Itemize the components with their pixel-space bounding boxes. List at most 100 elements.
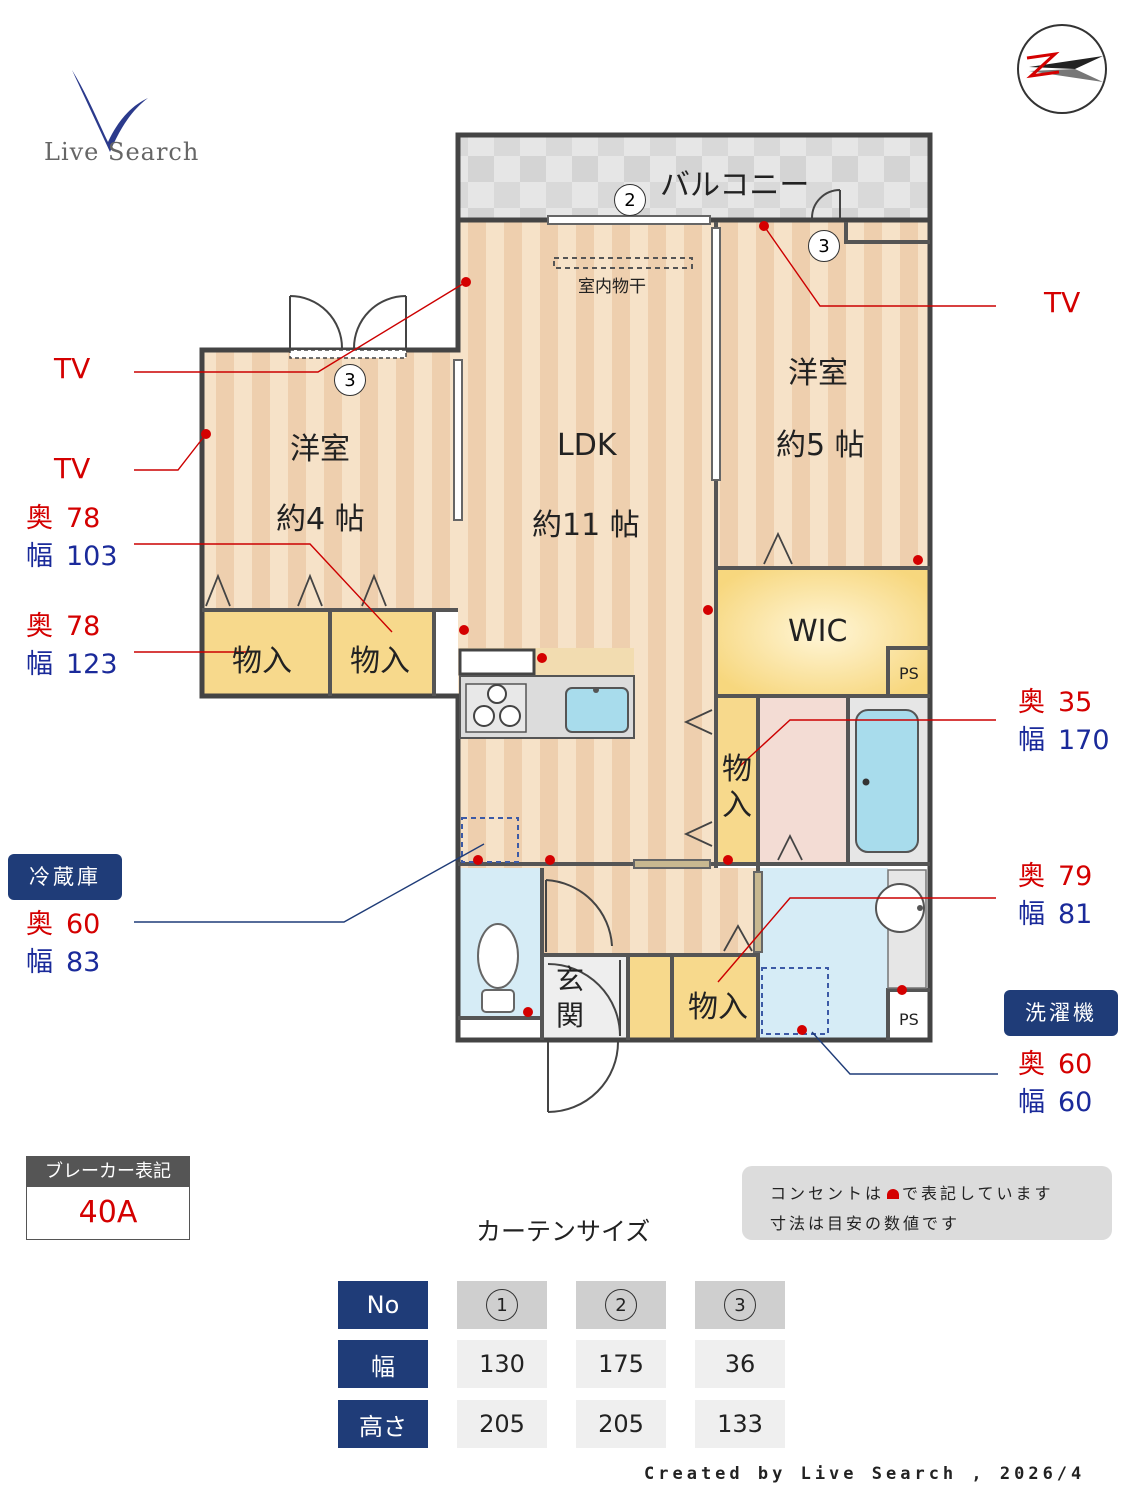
washer-width: 60 bbox=[1058, 1087, 1093, 1118]
curtain-width-3: 36 bbox=[695, 1340, 785, 1388]
curtain-height-3: 133 bbox=[695, 1400, 785, 1448]
curtain-header-no: No bbox=[338, 1281, 428, 1329]
bathtub-icon bbox=[855, 709, 919, 853]
storage-floor-e bbox=[628, 955, 672, 1040]
washer-depth: 60 bbox=[1058, 1049, 1093, 1080]
width-label: 幅 bbox=[1018, 725, 1045, 756]
brand-name: Live Search bbox=[44, 138, 200, 166]
depth-label: 奥 bbox=[1018, 687, 1045, 718]
washer-dims: 奥 60 幅 60 bbox=[1018, 1050, 1092, 1118]
east-room-floor bbox=[716, 220, 930, 568]
wic-floor bbox=[716, 568, 930, 696]
depth-label: 奥 bbox=[26, 503, 53, 534]
tv-callout-east: TV bbox=[1044, 286, 1081, 319]
notice-line1-post: で表記しています bbox=[902, 1184, 1054, 1203]
floor-plan bbox=[134, 132, 998, 1113]
storage-d-depth: 79 bbox=[1058, 861, 1093, 892]
curtain-height-2: 205 bbox=[576, 1400, 666, 1448]
fridge-space bbox=[461, 817, 519, 863]
storage-d-width: 81 bbox=[1058, 899, 1093, 930]
balcony-label: バルコニー bbox=[660, 168, 810, 203]
entrance-label-1: 玄 bbox=[556, 963, 585, 996]
ldk-size: 約11 帖 bbox=[532, 508, 640, 543]
footer-credit: Created by Live Search , 2026/4 bbox=[644, 1464, 1086, 1484]
tv-callout-west-top: TV bbox=[54, 352, 91, 385]
wash-basin-icon bbox=[875, 883, 925, 933]
breaker-label: ブレーカー表記 bbox=[27, 1157, 189, 1187]
toilet-icon bbox=[477, 923, 519, 989]
entrance-floor bbox=[542, 955, 628, 1040]
width-label: 幅 bbox=[1018, 899, 1045, 930]
notice-line1-pre: コンセントは bbox=[770, 1184, 885, 1203]
closet-b-width: 123 bbox=[66, 649, 118, 680]
window-marker-3-east: 3 bbox=[808, 230, 840, 262]
ldk-floor bbox=[458, 220, 716, 868]
compass-icon bbox=[1017, 24, 1107, 114]
curtain-no-2-value: 2 bbox=[605, 1289, 637, 1321]
depth-label: 奥 bbox=[1018, 861, 1045, 892]
storage-floor-c bbox=[716, 696, 758, 864]
breaker-box: ブレーカー表記 40A bbox=[26, 1156, 190, 1240]
storage-d-dims: 奥 79 幅 81 bbox=[1018, 862, 1092, 930]
curtain-width-1: 130 bbox=[457, 1340, 547, 1388]
drying-rack bbox=[553, 257, 693, 269]
curtain-width-2: 175 bbox=[576, 1340, 666, 1388]
storage-c-depth: 35 bbox=[1058, 687, 1093, 718]
width-label: 幅 bbox=[26, 649, 53, 680]
storage-c-dims: 奥 35 幅 170 bbox=[1018, 688, 1110, 756]
storage-floor-d bbox=[672, 955, 756, 1040]
outlet-icon bbox=[887, 1189, 900, 1199]
ps-label-1: PS bbox=[899, 664, 919, 683]
west-room-size: 約4 帖 bbox=[276, 502, 365, 537]
curtain-no-2: 2 bbox=[576, 1281, 666, 1329]
notice-box: コンセントはで表記しています 寸法は目安の数値です bbox=[742, 1166, 1112, 1240]
east-room-size: 約5 帖 bbox=[776, 428, 865, 463]
ps-label-2: PS bbox=[899, 1010, 919, 1029]
storage-label-a: 物入 bbox=[232, 644, 292, 679]
curtain-height-1: 205 bbox=[457, 1400, 547, 1448]
washer-tag: 洗濯機 bbox=[1004, 990, 1118, 1036]
depth-label: 奥 bbox=[26, 909, 53, 940]
ldk-name: LDK bbox=[557, 428, 617, 463]
curtain-no-1-value: 1 bbox=[486, 1289, 518, 1321]
storage-c-width: 170 bbox=[1058, 725, 1110, 756]
logo-swoosh-icon bbox=[72, 70, 148, 152]
fridge-depth: 60 bbox=[66, 909, 101, 940]
washer-space bbox=[761, 967, 829, 1035]
hall-floor bbox=[542, 868, 756, 955]
notice-line2: 寸法は目安の数値です bbox=[770, 1214, 961, 1233]
entrance-label-2: 関 bbox=[556, 999, 585, 1032]
drying-label: 室内物干 bbox=[578, 277, 646, 297]
width-label: 幅 bbox=[26, 541, 53, 572]
east-room-name: 洋室 bbox=[788, 356, 848, 391]
closet-a-depth: 78 bbox=[66, 503, 101, 534]
storage-label-d: 物入 bbox=[688, 990, 748, 1025]
tv-callout-west: TV bbox=[54, 452, 91, 485]
west-room-name: 洋室 bbox=[290, 432, 350, 467]
width-label: 幅 bbox=[1018, 1087, 1045, 1118]
curtain-no-3: 3 bbox=[695, 1281, 785, 1329]
breaker-value: 40A bbox=[78, 1195, 138, 1230]
window-marker-2: 2 bbox=[614, 184, 646, 216]
bath-area bbox=[758, 696, 848, 864]
outlet-markers bbox=[201, 221, 923, 1035]
curtain-header-width: 幅 bbox=[338, 1340, 428, 1388]
wic-label: WIC bbox=[788, 614, 848, 649]
depth-label: 奥 bbox=[26, 611, 53, 642]
kitchen-sink-icon bbox=[565, 687, 629, 733]
storage-floor-b bbox=[330, 610, 434, 696]
storage-label-b: 物入 bbox=[350, 644, 410, 679]
curtain-header-height: 高さ bbox=[338, 1400, 428, 1448]
fridge-shelf bbox=[458, 648, 536, 676]
washroom-floor bbox=[758, 868, 888, 1040]
curtain-no-1: 1 bbox=[457, 1281, 547, 1329]
brand-logo: Live Search bbox=[40, 66, 200, 166]
closet-b-depth: 78 bbox=[66, 611, 101, 642]
west-room-floor bbox=[202, 350, 458, 610]
depth-label: 奥 bbox=[1018, 1049, 1045, 1080]
window-marker-3-west: 3 bbox=[334, 364, 366, 396]
fridge-tag: 冷蔵庫 bbox=[8, 854, 122, 900]
storage-floor-a bbox=[202, 610, 328, 696]
